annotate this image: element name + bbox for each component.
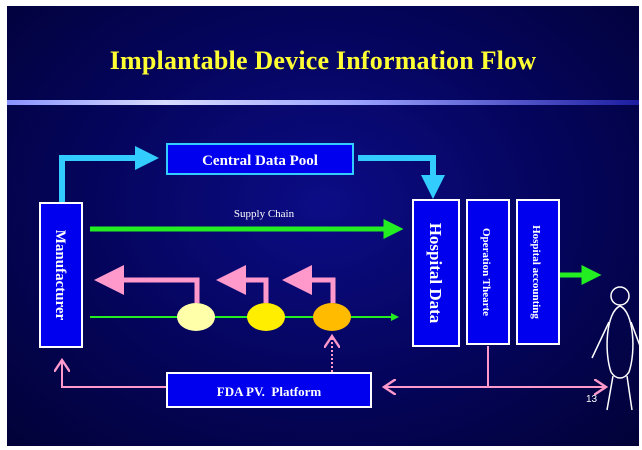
patient-figure <box>591 286 641 411</box>
pink-arrow-to-manufacturer <box>62 360 167 388</box>
slide-page-number: 13 <box>586 394 598 405</box>
supply-chain-label: Supply Chain <box>234 208 295 220</box>
manufacturer-label: Manufacturer <box>52 230 68 321</box>
operation-theatre-box <box>466 199 510 345</box>
manufacturer-box <box>39 202 83 348</box>
pink-feedback-arrow-2 <box>216 265 269 303</box>
central-data-pool-label: Central Data Pool <box>202 153 318 169</box>
fda-platform-box <box>166 372 372 408</box>
pink-feedback-arrow-1 <box>94 265 200 303</box>
hospital-accounting-box <box>516 199 560 345</box>
node-ellipse-orange <box>313 303 351 331</box>
hospital-data-label: Hospital Data <box>426 223 445 324</box>
node-ellipse-light-yellow <box>177 303 215 331</box>
title-divider <box>7 100 639 105</box>
cyan-arrow-to-hospital <box>358 155 445 199</box>
hospital-data-box <box>412 199 460 347</box>
cyan-arrow-to-pool <box>59 146 159 203</box>
slide-title: Implantable Device Information Flow <box>109 46 537 75</box>
node-ellipse-yellow <box>247 303 285 331</box>
pink-feedback-arrow-3 <box>282 265 336 303</box>
hospital-accounting-label: Hospital accounting <box>530 225 542 319</box>
central-data-pool-box <box>166 143 354 175</box>
operation-theatre-label: Operation Thearte <box>480 228 492 316</box>
fda-platform-label: FDA PV. Platform <box>217 384 322 399</box>
